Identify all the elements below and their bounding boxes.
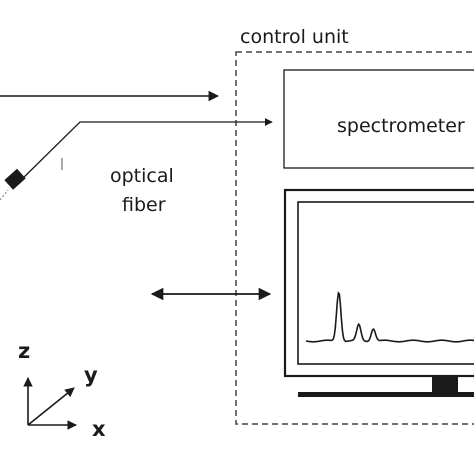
monitor-neck [432,376,458,394]
optical-fiber-label-line2: fiber [122,194,166,216]
spectrometer-box [283,69,474,169]
fiber-probe-tail [0,189,9,201]
x-axis-label: x [92,417,106,441]
spectrometer-label: spectrometer [337,115,465,137]
control-unit-label: control unit [240,26,349,48]
z-axis-label: z [18,339,30,363]
monitor-screen [297,201,474,365]
spectrum-trace [305,291,474,343]
monitor [283,188,474,397]
y-axis-label: y [84,363,98,387]
control-unit-box [235,51,474,425]
optical-fiber-label-line1: optical [110,165,174,187]
monitor-stand-base [298,392,474,397]
optical-fiber-line [15,118,273,186]
y-axis [27,387,75,426]
coordinate-axes: z y x [18,339,106,441]
fiber-probe-head [4,168,26,190]
